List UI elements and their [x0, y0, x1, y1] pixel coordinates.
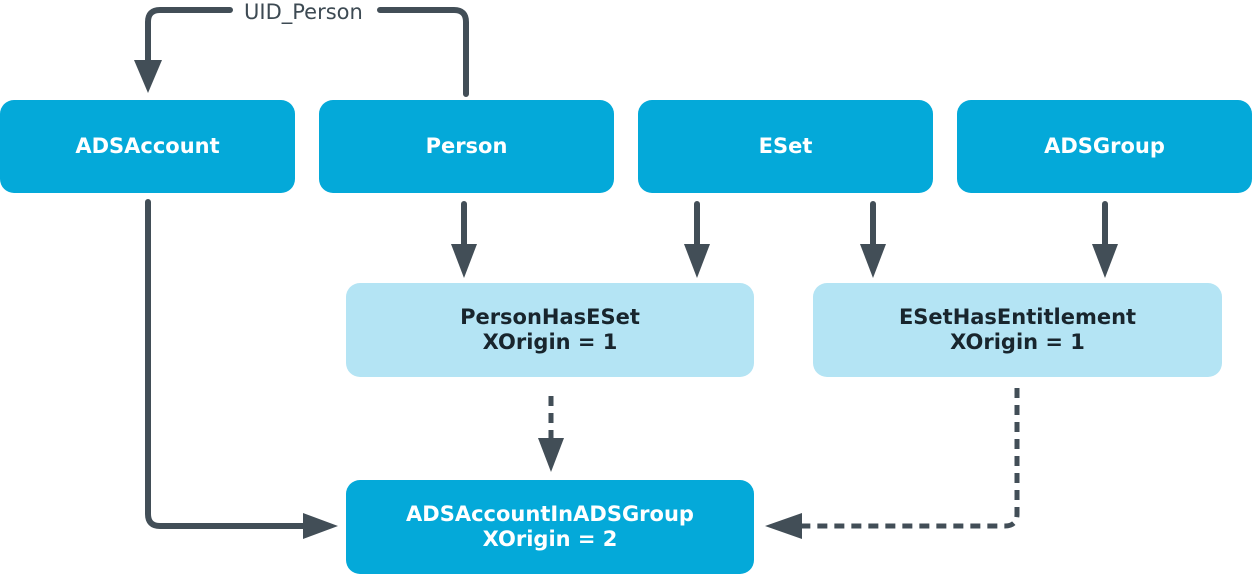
arrowhead-adsaccountinadsgroup-left [303, 513, 338, 539]
node-adsaccount-label: ADSAccount [75, 134, 220, 158]
node-adsgroup-label: ADSGroup [1044, 134, 1165, 158]
node-adsaccountinadsgroup-title: ADSAccountInADSGroup [406, 502, 694, 526]
node-adsgroup: ADSGroup [957, 100, 1252, 193]
arrowhead-adsaccount-top [134, 60, 162, 93]
arrowhead-personhaseset-left [451, 244, 477, 278]
node-personhaseset-title: PersonHasESet [460, 305, 640, 329]
node-person-label: Person [425, 134, 508, 158]
node-eset-label: ESet [758, 134, 813, 158]
edge-adsaccount-to-adsaccountinadsgroup [145, 199, 308, 529]
arrowhead-personhaseset-right [684, 244, 710, 278]
node-person: Person [319, 100, 614, 193]
arrowhead-adsaccountinadsgroup-right [765, 513, 802, 539]
edge-label-uid-person: UID_Person [238, 0, 369, 24]
node-eset: ESet [638, 100, 933, 193]
node-esethasentitlement-title: ESetHasEntitlement [898, 305, 1137, 329]
node-personhaseset: PersonHasESet XOrigin = 1 [346, 283, 754, 377]
node-adsaccount: ADSAccount [0, 100, 295, 193]
node-adsaccountinadsgroup: ADSAccountInADSGroup XOrigin = 2 [346, 480, 754, 574]
arrowhead-esethasentitlement-right [1092, 244, 1118, 278]
node-personhaseset-xorigin: XOrigin = 1 [482, 330, 618, 354]
node-esethasentitlement: ESetHasEntitlement XOrigin = 1 [813, 283, 1222, 377]
edge-person-to-adsaccount [145, 7, 469, 97]
node-adsaccountinadsgroup-xorigin: XOrigin = 2 [482, 527, 618, 551]
edge-esethasentitlement-to-adsaccountinadsgroup [800, 388, 1020, 529]
node-esethasentitlement-xorigin: XOrigin = 1 [950, 330, 1085, 354]
arrowhead-esethasentitlement-left [860, 244, 886, 278]
arrowhead-adsaccountinadsgroup-top [538, 438, 564, 472]
